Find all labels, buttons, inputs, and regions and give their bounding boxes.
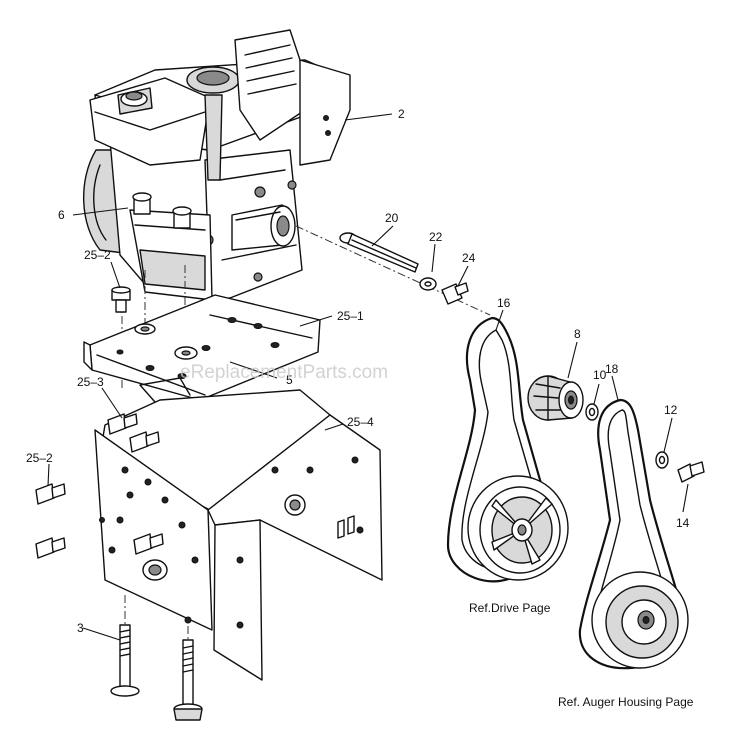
callout-5: 5 xyxy=(286,373,293,387)
callout-20: 20 xyxy=(385,211,399,225)
washer-10 xyxy=(585,403,599,421)
engine xyxy=(82,29,351,301)
belt-guide-rod xyxy=(339,232,419,273)
callout-12: 12 xyxy=(664,403,678,417)
callout-18: 18 xyxy=(605,362,619,376)
callout-25-3: 25–3 xyxy=(77,375,104,389)
callout-14: 14 xyxy=(676,516,690,530)
auger-pulley xyxy=(591,571,689,669)
flat-washer-22 xyxy=(419,277,437,291)
ref-auger-housing-page-label: Ref. Auger Housing Page xyxy=(558,695,694,709)
engine-mounting-stud xyxy=(132,192,192,229)
hex-bolt-25-2-top xyxy=(111,286,131,313)
engine-pulley-8 xyxy=(527,375,584,421)
frame-bolts xyxy=(35,413,164,559)
callout-3: 3 xyxy=(77,621,84,635)
hex-bolt-24 xyxy=(441,282,469,305)
callout-22: 22 xyxy=(429,230,443,244)
frame-assembly xyxy=(94,377,383,681)
ref-drive-page-label: Ref.Drive Page xyxy=(469,601,551,615)
callout-25-4: 25–4 xyxy=(347,415,374,429)
callout-25-2-side: 25–2 xyxy=(26,451,53,465)
hex-bolt-14 xyxy=(677,461,705,483)
callout-10: 10 xyxy=(593,368,607,382)
watermark: eReplacementParts.com xyxy=(180,362,388,383)
callout-25-1: 25–1 xyxy=(337,309,364,323)
callout-16: 16 xyxy=(497,296,511,310)
callout-25-2-top: 25–2 xyxy=(84,248,111,262)
leader-lines xyxy=(47,113,689,641)
callout-6: 6 xyxy=(58,208,65,222)
callout-2: 2 xyxy=(398,107,405,121)
callout-labels: 2 6 20 22 24 25–2 25–1 5 25–3 25–4 25–2 … xyxy=(26,107,690,635)
callout-8: 8 xyxy=(574,327,581,341)
engine-mounting-plate xyxy=(83,294,321,401)
lock-washers xyxy=(134,323,198,360)
drive-pulley xyxy=(467,475,569,581)
carriage-bolts-3 xyxy=(110,624,203,721)
callout-24: 24 xyxy=(462,251,476,265)
washer-12 xyxy=(655,451,669,469)
